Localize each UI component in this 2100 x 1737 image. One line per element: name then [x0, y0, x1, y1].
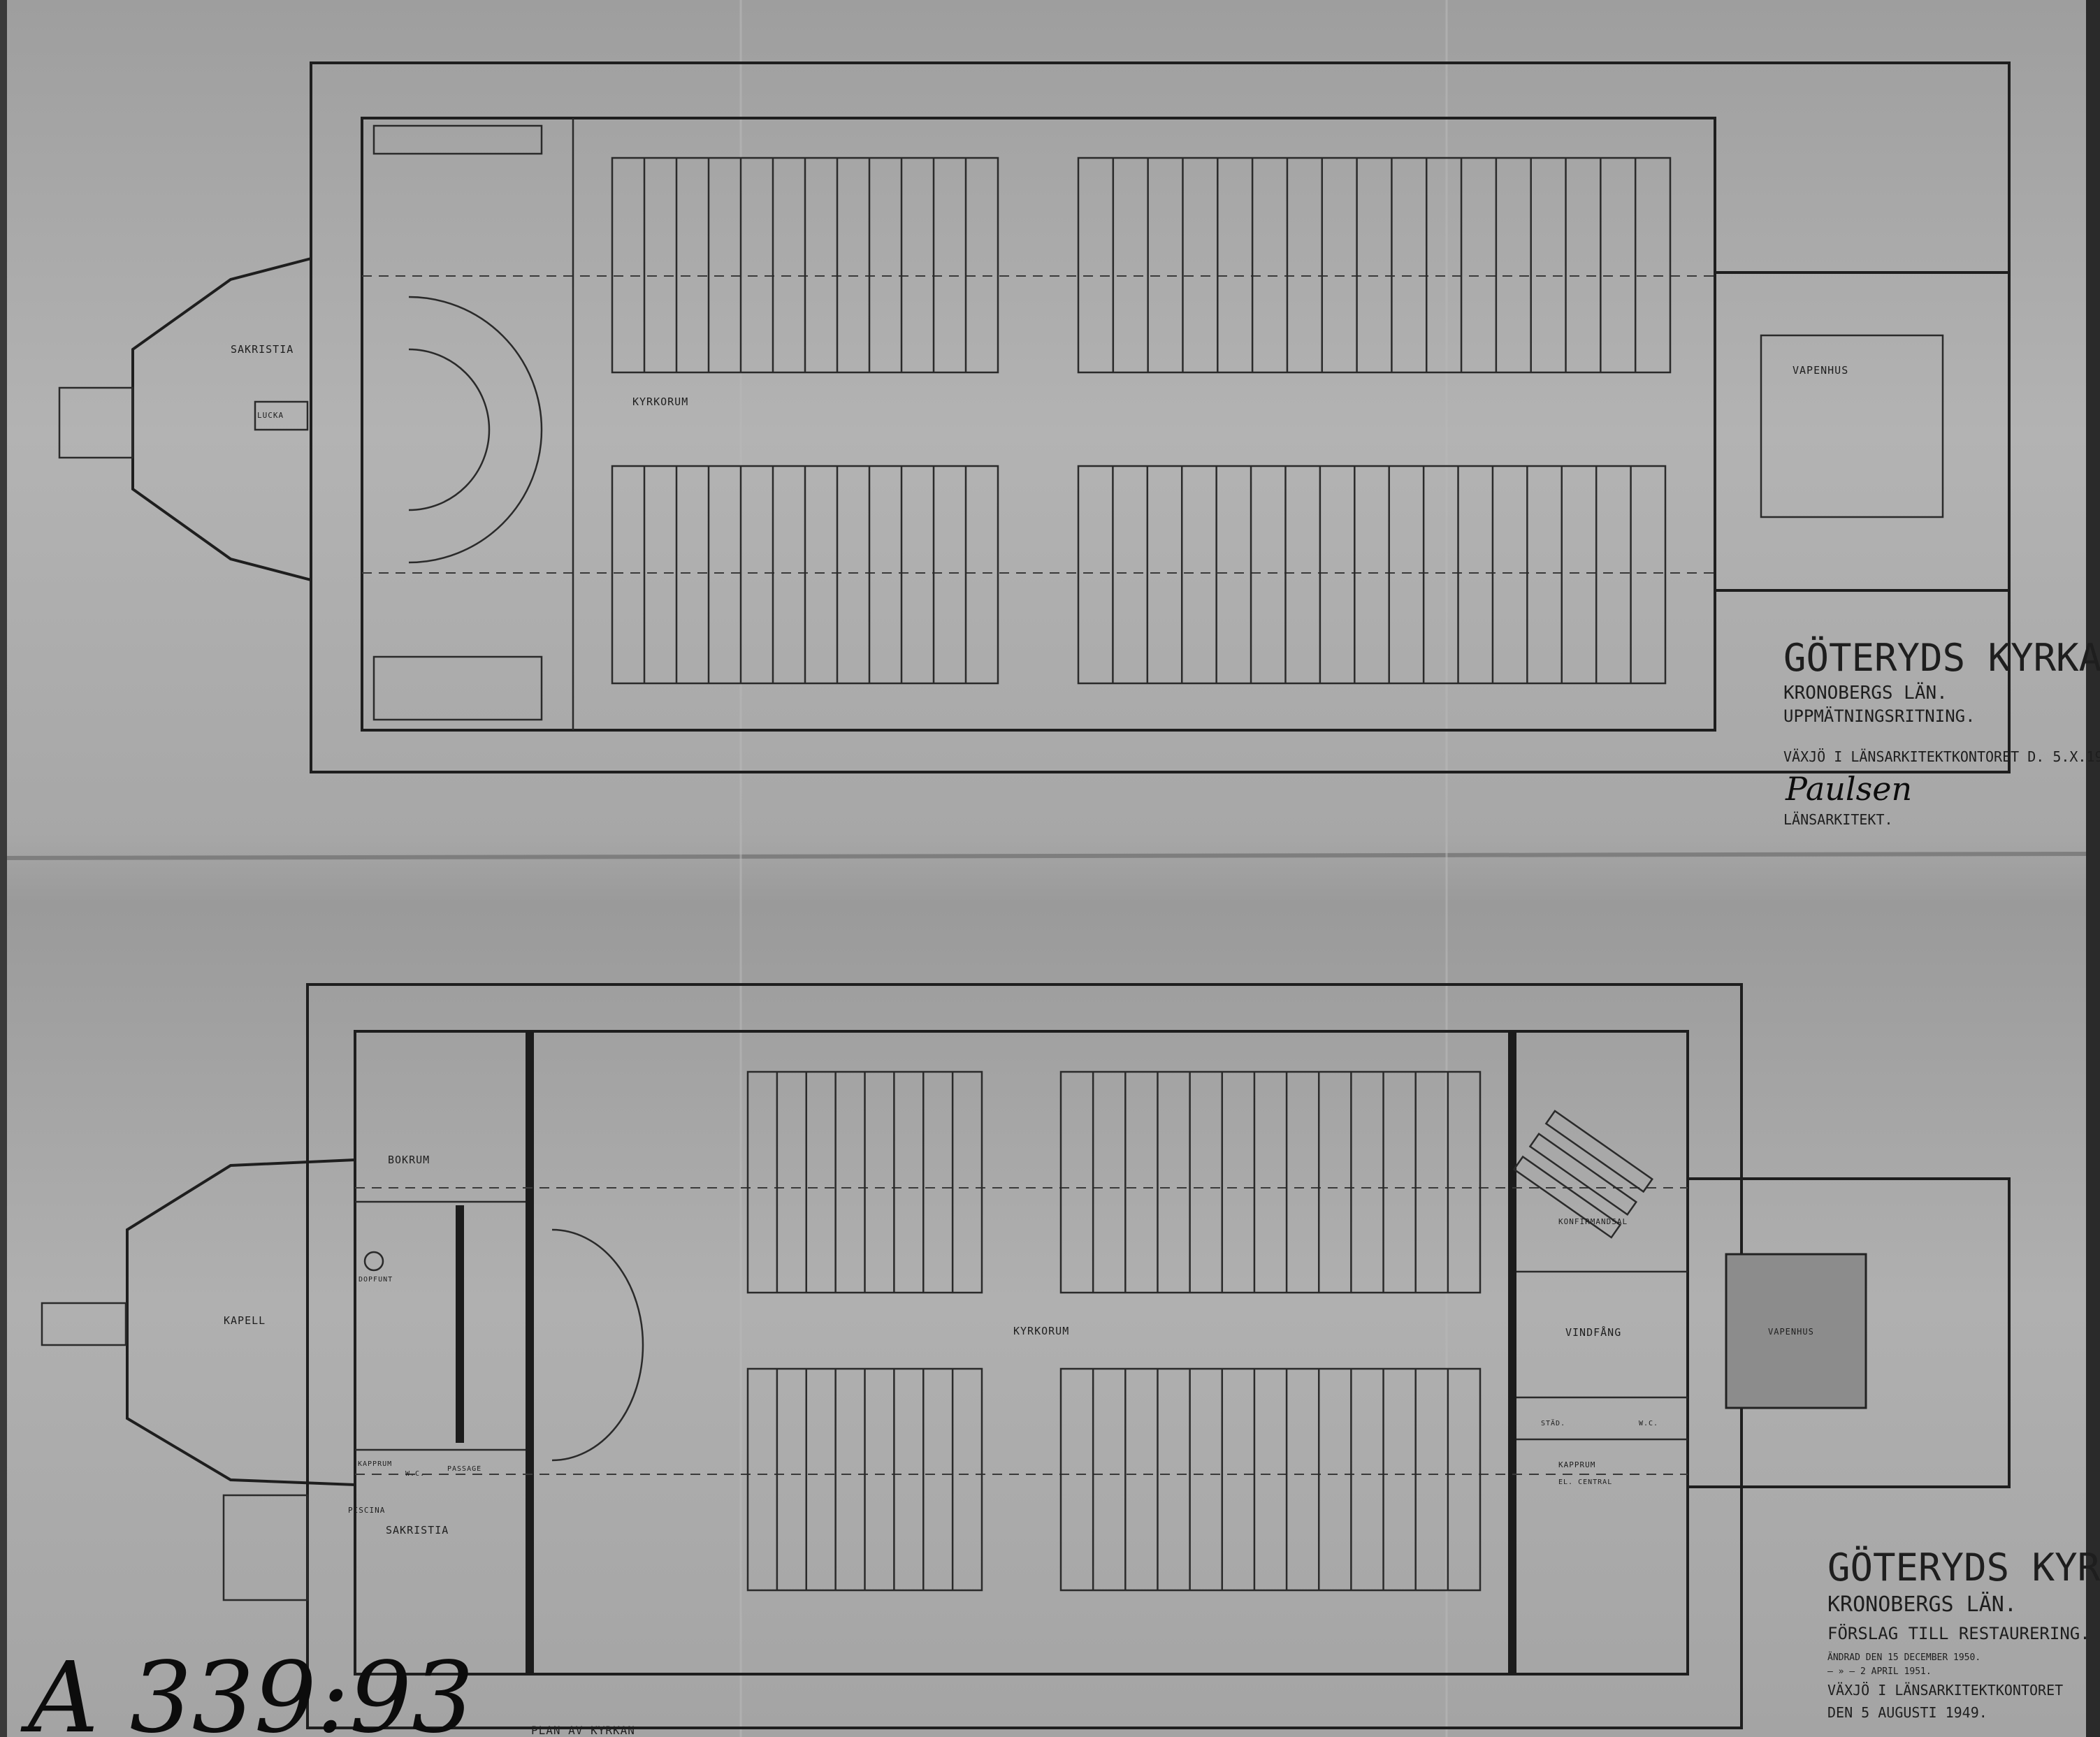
room-label-bokrum: BOKRUM: [388, 1154, 430, 1166]
top-floor-plan: SAKRISTIA LUCKA KYRKORUM VAPENHUS GÖTERY…: [58, 61, 2100, 828]
vapenhus-room: [1760, 334, 1944, 518]
room-label-wc: W.C.: [1639, 1420, 1658, 1427]
chancel-wall: [526, 1031, 534, 1674]
photo-edge: [2086, 0, 2100, 1737]
outer-wall: [306, 983, 1743, 1729]
room-label-lucka: LUCKA: [257, 411, 284, 420]
office-date: VÄXJÖ I LÄNSARKITEKTKONTORET D. 5.X.1949…: [1783, 748, 2100, 765]
plan-caption: PLAN AV KYRKAN: [531, 1724, 635, 1737]
title-block-bottom: GÖTERYDS KYRKA. KRONOBERGS LÄN. FÖRSLAG …: [1827, 1546, 2100, 1721]
room-label-stad: STÄD.: [1541, 1418, 1565, 1427]
room-label-kyrkorum: KYRKORUM: [632, 395, 688, 408]
county-label: KRONOBERGS LÄN.: [1783, 681, 1948, 704]
room-label-konfirmandsal: KONFIRMANDSAL: [1558, 1217, 1628, 1226]
archive-number: A 339:93: [20, 1641, 474, 1737]
altar-step: [408, 348, 491, 511]
entrance-steps: [58, 386, 134, 459]
title-block-top: GÖTERYDS KYRKA. KRONOBERGS LÄN. UPPMÄTNI…: [1783, 636, 2100, 828]
bench: [372, 124, 543, 155]
vestibule-wall: [1508, 1031, 1516, 1674]
room-label-vapenhus: VAPENHUS: [1793, 364, 1848, 377]
kapell-wall: [456, 1205, 464, 1443]
room-label-dopfunt: DOPFUNT: [359, 1276, 393, 1284]
office-label: VÄXJÖ I LÄNSARKITEKTKONTORET: [1827, 1682, 2063, 1699]
pew-block: [1059, 1367, 1482, 1592]
room-label-passage: PASSAGE: [447, 1465, 481, 1473]
konfirmandsal-tables: [1512, 1110, 1653, 1239]
pew-block: [1077, 157, 1672, 374]
stair: [222, 1494, 309, 1601]
plan-title: GÖTERYDS KYRKA.: [1827, 1546, 2100, 1590]
chancel-rail: [408, 296, 543, 564]
bench: [372, 655, 543, 721]
room-label-vindfang: VINDFÅNG: [1565, 1325, 1621, 1339]
drawing-date: DEN 5 AUGUSTI 1949.: [1827, 1704, 1987, 1721]
vapenhus-tiled-floor: [1725, 1253, 1867, 1409]
porch: [1714, 271, 2011, 592]
room-label-wc: W.C.: [405, 1470, 425, 1478]
plan-title: GÖTERYDS KYRKA.: [1783, 636, 2100, 680]
room-label-kyrkorum: KYRKORUM: [1013, 1325, 1069, 1337]
apse: [126, 1158, 356, 1487]
room-label-kapprum: KAPPRUM: [358, 1460, 392, 1468]
room-label-kapprum: KAPPRUM: [1558, 1460, 1595, 1469]
room-label-elcentral: EL. CENTRAL: [1558, 1478, 1612, 1486]
outer-wall: [310, 61, 2011, 773]
drawing-subtitle: FÖRSLAG TILL RESTAURERING.: [1827, 1623, 2090, 1643]
room-label-sakristia: SAKRISTIA: [386, 1524, 449, 1536]
amendment-date: — » — 2 APRIL 1951.: [1827, 1666, 1932, 1677]
apse: [131, 256, 312, 582]
room-label-vapenhus: VAPENHUS: [1768, 1327, 1814, 1337]
dopfunt-icon: [363, 1251, 384, 1272]
fold-line: [0, 852, 2100, 860]
nave-inner-wall: [361, 117, 1716, 732]
chancel-rail: [551, 1228, 644, 1462]
signature: Paulsen: [1785, 770, 1912, 808]
room-label-kapell: KAPELL: [224, 1314, 266, 1327]
porch: [1686, 1177, 2011, 1488]
lucka-box: [254, 400, 309, 431]
room-label-sakristia: SAKRISTIA: [231, 343, 294, 356]
room-label-piscina: PISCINA: [348, 1506, 385, 1515]
signer-role: LÄNSARKITEKT.: [1783, 811, 1893, 828]
pew-block: [1059, 1070, 1482, 1294]
pew-block: [1077, 465, 1667, 685]
amendment-date: ÄNDRAD DEN 15 DECEMBER 1950.: [1827, 1652, 1980, 1663]
county-label: KRONOBERGS LÄN.: [1827, 1592, 2017, 1617]
nave-inner-wall: [354, 1030, 1689, 1676]
photo-edge: [0, 0, 7, 1737]
bottom-floor-plan: BOKRUM KAPELL DOPFUNT KAPPRUM W.C. PASSA…: [41, 983, 2100, 1737]
entrance-steps: [41, 1302, 127, 1346]
drawing-subtitle: UPPMÄTNINGSRITNING.: [1783, 706, 1976, 726]
